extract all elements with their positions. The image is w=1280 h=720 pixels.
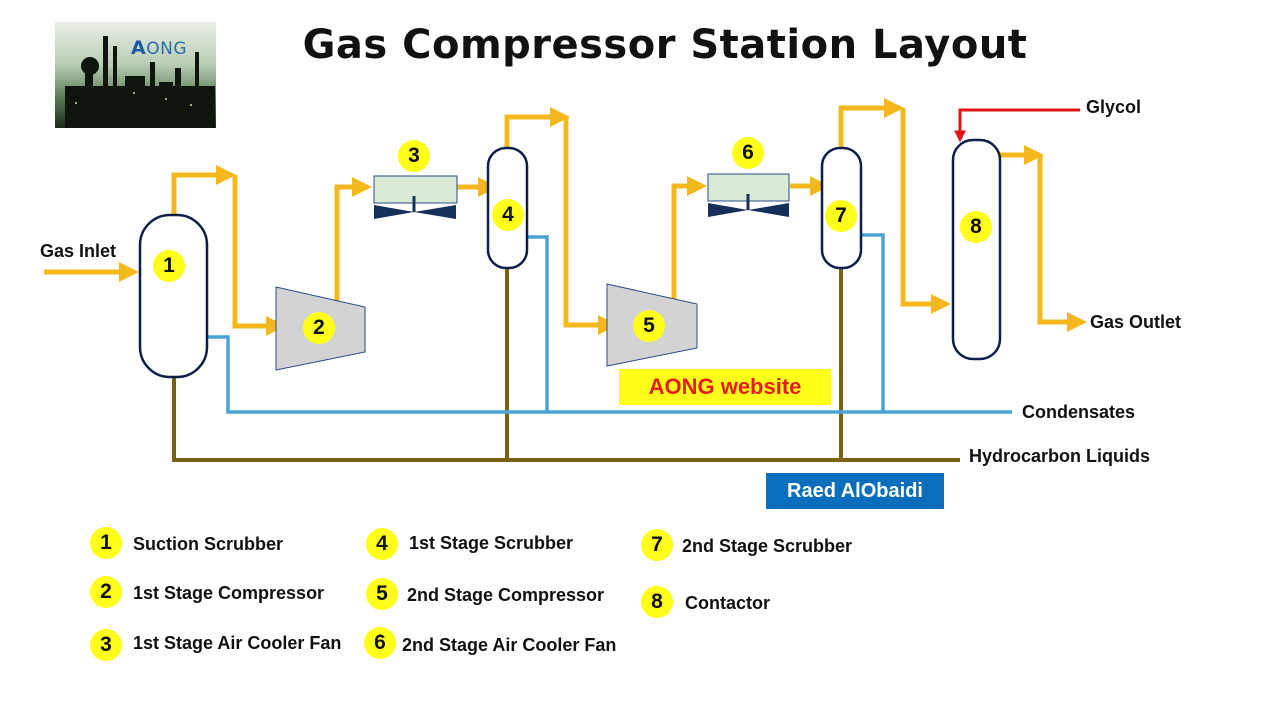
website-badge: AONG website [619,369,831,405]
legend-number-1: 1 [90,527,122,559]
legend-text-3: 1st Stage Air Cooler Fan [133,633,342,653]
equipment-number-2: 2 [303,312,335,344]
legend-number-4: 4 [366,528,398,560]
equipment-number-3: 3 [398,140,430,172]
legend-text-6: 2nd Stage Air Cooler Fan [402,635,617,655]
second-stage-air-cooler [707,173,790,217]
equipment-number-5: 5 [633,310,665,342]
page-title: Gas Compressor Station Layout [302,22,1028,68]
suction-scrubber-vessel [138,213,209,379]
condensates-lines [206,233,1012,414]
legend-number-2: 2 [90,576,122,608]
legend-number-8: 8 [641,586,673,618]
author-badge: Raed AlObaidi [766,473,944,509]
equipment-number-6: 6 [732,137,764,169]
equipment-number-7: 7 [825,200,857,232]
first-stage-air-cooler [373,175,458,219]
logo-brand-text: ONG [146,39,187,59]
legend-text-8: Contactor [685,593,770,613]
refinery-photo-icon [65,36,215,128]
equipment-number-1: 1 [153,250,185,282]
legend-number-3: 3 [90,629,122,661]
legend-text-2: 1st Stage Compressor [133,583,325,603]
glycol-line [954,108,1080,143]
legend-text-7: 2nd Stage Scrubber [682,536,853,556]
logo-letter: A [131,37,147,59]
logo-brand: AONG [131,37,187,59]
hydrocarbon-liquids-label: Hydrocarbon Liquids [969,446,1151,466]
hydrocarbon-liquids-lines [172,268,960,462]
equipment-number-8: 8 [960,211,992,243]
glycol-label: Glycol [1086,97,1142,117]
gas-outlet-label: Gas Outlet [1090,312,1182,332]
gas-lines [44,98,1087,336]
legend-number-5: 5 [366,578,398,610]
legend-number-7: 7 [641,529,673,561]
equipment-number-4: 4 [492,199,524,231]
contactor-vessel [951,138,1002,361]
legend-text-5: 2nd Stage Compressor [407,585,605,605]
gas-inlet-label: Gas Inlet [40,241,117,261]
legend-number-6: 6 [364,627,396,659]
condensates-label: Condensates [1022,402,1136,422]
company-logo: AONG [55,22,216,128]
legend-text-4: 1st Stage Scrubber [409,533,574,553]
legend-text-1: Suction Scrubber [133,534,284,554]
